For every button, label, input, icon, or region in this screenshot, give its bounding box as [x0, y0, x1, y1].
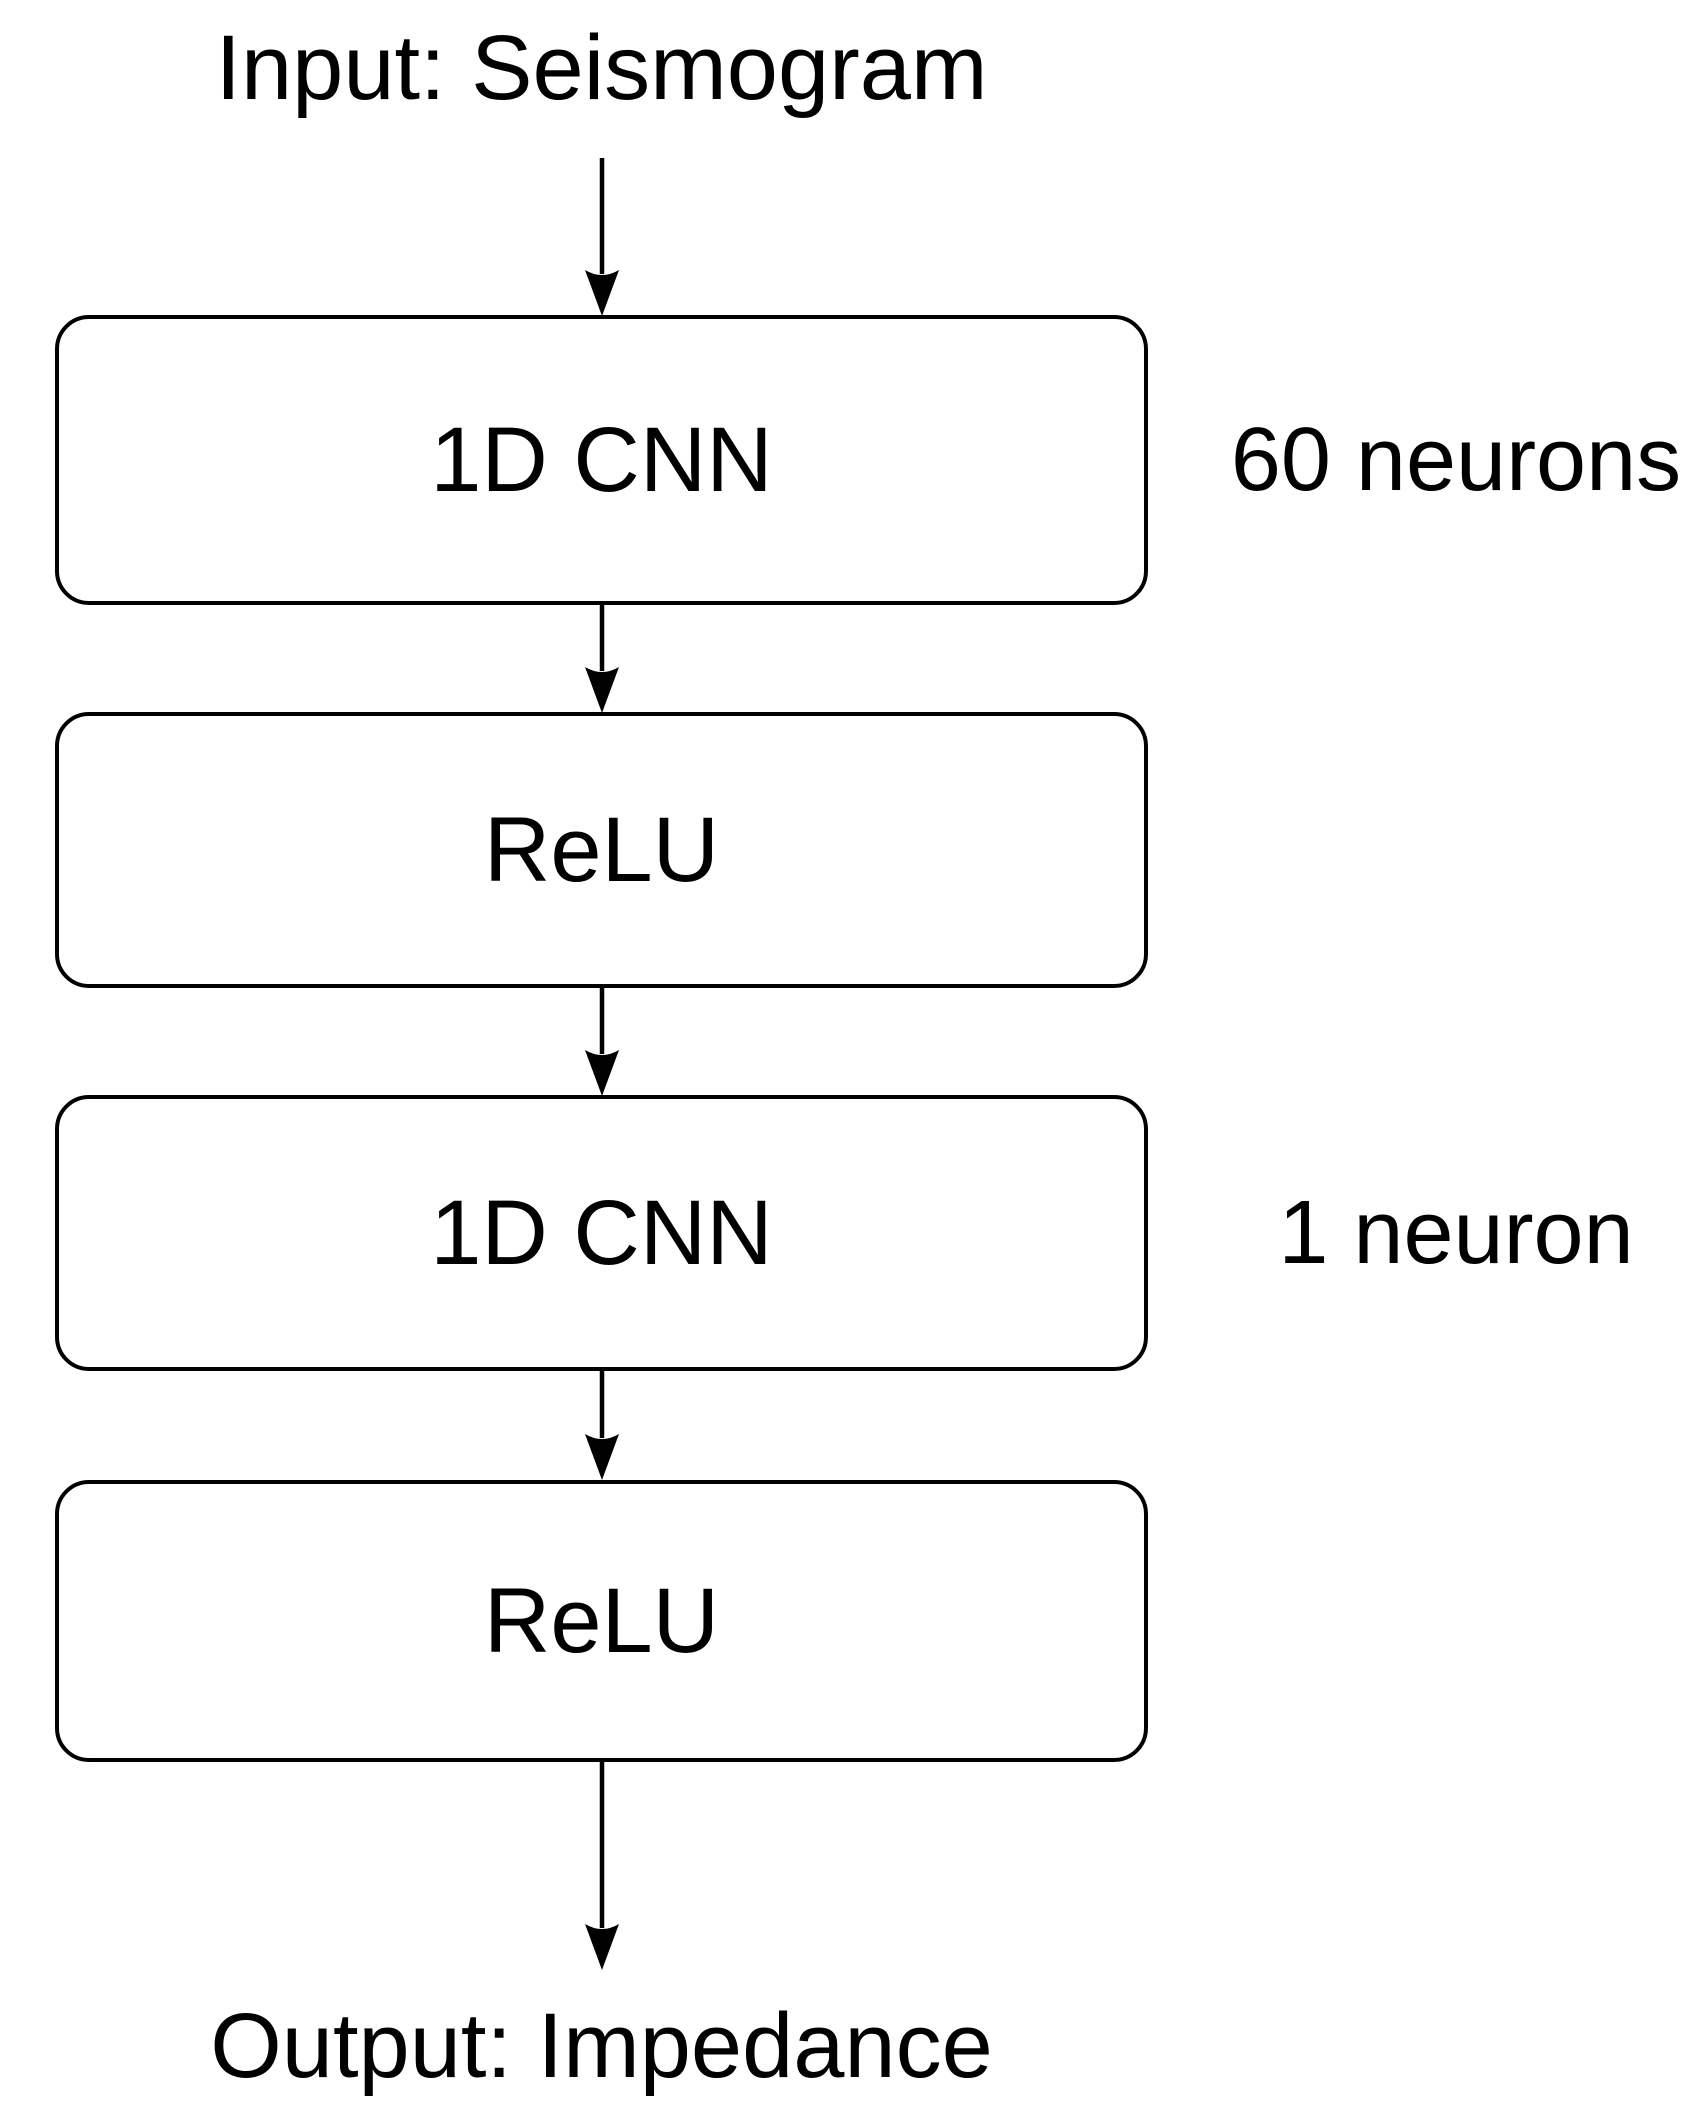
arrow-down-icon — [585, 158, 619, 316]
arrow-down-icon — [585, 1371, 619, 1480]
node-box-cnn-1: 1D CNN — [55, 315, 1148, 605]
flow-connector-5 — [572, 1762, 632, 1970]
node-label: ReLU — [483, 799, 720, 901]
node-box-cnn-2: 1D CNN — [55, 1095, 1148, 1371]
output-label: Output: Impedance — [210, 1995, 993, 2097]
node-label: 1D CNN — [430, 409, 773, 511]
flow-connector-2 — [572, 605, 632, 713]
node-box-relu-1: ReLU — [55, 712, 1148, 988]
flow-connector-3 — [572, 988, 632, 1096]
annotation-1-neuron: 1 neuron — [1278, 1183, 1634, 1283]
node-box-relu-2: ReLU — [55, 1480, 1148, 1762]
node-label: 1D CNN — [430, 1182, 773, 1284]
flow-connector-1 — [572, 158, 632, 316]
input-label: Input: Seismogram — [215, 17, 988, 119]
arrow-down-icon — [585, 1762, 619, 1970]
arrow-down-icon — [585, 988, 619, 1096]
annotation-60-neurons: 60 neurons — [1230, 410, 1682, 510]
node-label: ReLU — [483, 1570, 720, 1672]
arrow-down-icon — [585, 605, 619, 713]
flow-connector-4 — [572, 1371, 632, 1480]
